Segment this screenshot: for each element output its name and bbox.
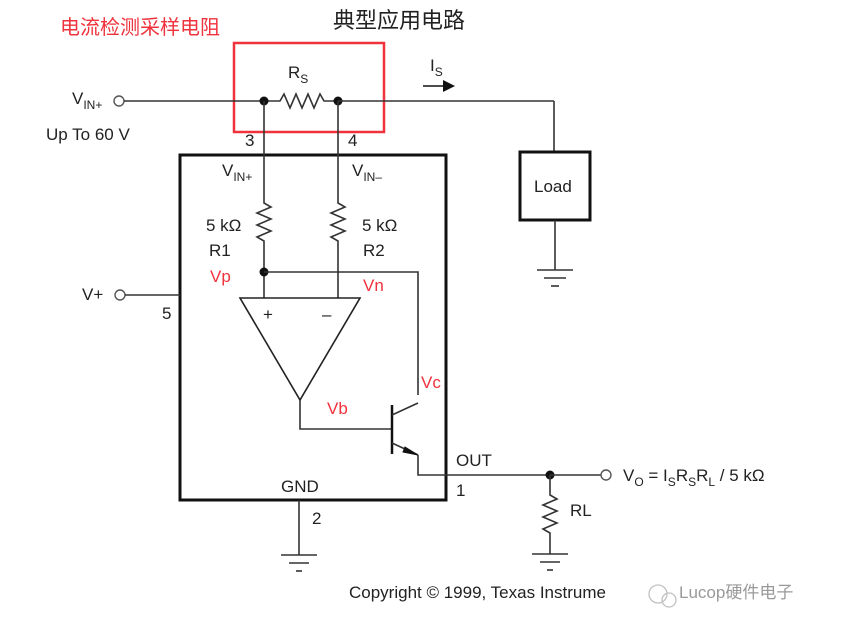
wechat-watermark-icon (648, 584, 677, 608)
pin5-label: 5 (162, 304, 171, 323)
watermark-text: Lucop硬件电子 (679, 583, 793, 602)
vb-label: Vb (327, 399, 348, 418)
vn-label: Vn (363, 276, 384, 295)
sense-resistor-annotation: 电流检测采样电阻 (60, 15, 220, 39)
vp-label: Vp (210, 267, 231, 286)
r2-name: R2 (363, 241, 385, 260)
pin4-label: 4 (348, 131, 357, 150)
rs-resistor (264, 91, 338, 111)
emitter-wire (417, 455, 550, 476)
opamp-symbol (238, 297, 362, 402)
rl-label: RL (570, 501, 592, 520)
copyright-text: Copyright © 1999, Texas Instrume (349, 583, 606, 602)
ic-vin-plus-label: VIN+ (222, 161, 252, 184)
vo-terminal (600, 469, 612, 481)
rs-label: RS (288, 63, 308, 86)
load-label: Load (534, 177, 572, 196)
npn-transistor (390, 402, 419, 456)
r1-name: R1 (209, 241, 231, 260)
vo-formula: VO = ISRSRL / 5 kΩ (623, 466, 765, 489)
r2-value: 5 kΩ (362, 216, 397, 235)
vin-plus-label: VIN+ (72, 89, 102, 112)
r2-resistor (328, 200, 348, 298)
out-label: OUT (456, 451, 492, 470)
collector-wire (264, 271, 419, 395)
pin2-label: 2 (312, 509, 321, 528)
pin1-label: 1 (456, 481, 465, 500)
ic-vin-minus-label: VIN– (352, 161, 382, 184)
diagram-title: 典型应用电路 (333, 9, 465, 34)
r1-resistor (254, 200, 274, 298)
ic-package (178, 153, 448, 502)
pin3-label: 3 (245, 131, 254, 150)
v-plus-label: V+ (82, 285, 103, 304)
is-label: IS (430, 56, 443, 79)
vc-label: Vc (421, 373, 441, 392)
v-plus-terminal (114, 289, 126, 301)
r1-value: 5 kΩ (206, 216, 241, 235)
current-arrow-icon (443, 80, 455, 92)
ground-icon (537, 269, 573, 287)
sense-resistor-highlight-box (232, 41, 386, 134)
base-wire (299, 400, 392, 430)
gnd-label: GND (281, 477, 319, 496)
opamp-minus-label: – (322, 305, 332, 324)
vin-plus-terminal (113, 95, 125, 107)
rl-resistor (540, 475, 560, 554)
opamp-plus-label: + (263, 305, 273, 324)
vin-range-label: Up To 60 V (46, 125, 130, 144)
ground-icon (532, 553, 568, 571)
ground-icon (281, 554, 317, 572)
